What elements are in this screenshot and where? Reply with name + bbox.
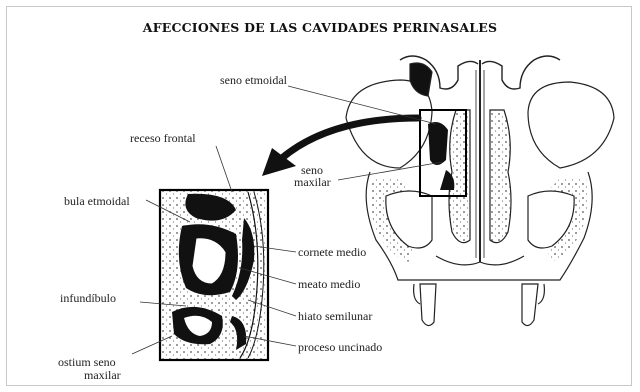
label-seno-etmoidal: seno etmoidal — [220, 74, 287, 86]
turbinate-right — [490, 110, 511, 243]
label-infundibulo: infundíbulo — [60, 292, 116, 304]
label-seno-maxilar-line2: maxilar — [294, 176, 331, 188]
label-bula-etmoidal: bula etmoidal — [64, 195, 130, 207]
right-orbit — [528, 82, 614, 168]
label-meato-medio: meato medio — [298, 278, 360, 290]
label-proceso-uncinado: proceso uncinado — [298, 341, 382, 353]
skull-section — [346, 56, 614, 326]
tooth-left-root — [414, 284, 420, 304]
tooth-right-root — [538, 284, 544, 304]
tooth-right — [522, 284, 538, 326]
label-cornete-medio: cornete medio — [298, 246, 366, 258]
label-ostium-line2: maxilar — [84, 369, 121, 381]
ethmoid-fill — [410, 63, 432, 96]
tooth-left — [420, 284, 436, 326]
label-ostium-line1: ostium seno — [58, 356, 116, 368]
label-receso-frontal: receso frontal — [130, 132, 196, 144]
label-hiato-semilunar: hiato semilunar — [298, 310, 372, 322]
